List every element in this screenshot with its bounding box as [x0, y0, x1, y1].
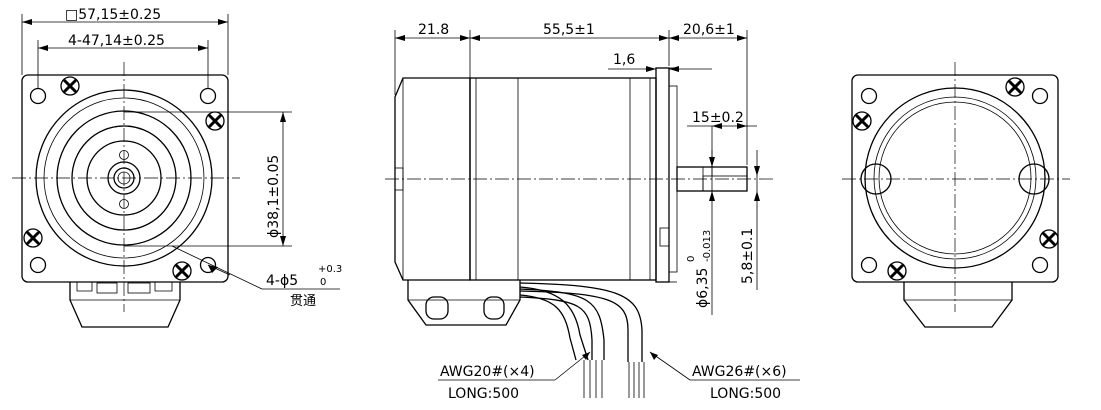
rear-mount-hole — [860, 87, 878, 105]
cable-left-a — [519, 286, 589, 361]
rear-mount-hole — [1031, 87, 1049, 105]
cross-screw-icon — [59, 75, 81, 97]
cross-screw-icon — [171, 260, 193, 282]
cable-right-length: LONG:500 — [710, 386, 781, 402]
dim-pilot-diameter: ϕ38,1±0.05 — [266, 155, 282, 238]
front-flange-outline — [21, 74, 229, 283]
cross-screw-icon — [204, 110, 226, 132]
rear-view — [842, 62, 1070, 328]
dim-square-size: □57,15±0.25 — [65, 7, 161, 23]
rear-mount-hole — [860, 256, 878, 274]
front-mount-hole — [29, 256, 47, 274]
dim-body-length: 55,5±1 — [543, 22, 595, 38]
dim-hole-main: 4-ϕ5 — [266, 273, 298, 289]
dim-shaft-length: 20,6±1 — [683, 22, 735, 38]
dim-shaft-dia-upper: 0 — [686, 256, 697, 262]
dim-shaft-dia-lower: -0.013 — [702, 230, 713, 262]
cross-screw-icon — [851, 110, 873, 132]
cross-screw-icon — [1004, 76, 1026, 98]
dim-hole-lower: 0 — [320, 277, 326, 288]
side-view: 21.8 55,5±1 20,6±1 1,6 15±0.2 ϕ6,35 0 -0… — [385, 22, 800, 402]
rear-mount-hole — [1031, 256, 1049, 274]
dim-flat-length: 15±0.2 — [692, 110, 744, 126]
front-connector-block — [69, 282, 181, 328]
cable-right — [519, 282, 643, 362]
front-mount-hole — [199, 87, 217, 105]
cable-left-length: LONG:500 — [448, 386, 519, 402]
side-connector-block — [407, 280, 521, 326]
dim-hole-upper: +0.3 — [318, 264, 342, 275]
dim-flange-thickness: 1,6 — [613, 52, 635, 68]
front-mount-hole — [199, 256, 217, 274]
front-view: □57,15±0.25 4-47,14±0.25 ϕ38,1±0.05 4-ϕ5… — [12, 7, 342, 328]
cross-screw-icon — [22, 227, 44, 249]
dim-bolt-spacing: 4-47,14±0.25 — [68, 33, 165, 49]
cable-left-spec: AWG20#(×4) — [440, 364, 535, 380]
rear-connector-block — [903, 282, 1013, 328]
dim-shaft-diameter: ϕ6,35 — [695, 268, 711, 308]
front-mount-hole — [29, 87, 47, 105]
dim-flat-depth: 5,8±0.1 — [740, 228, 756, 284]
side-front-flange — [655, 67, 670, 283]
dim-rear-length: 21.8 — [418, 22, 449, 38]
dim-hole-note: 贯通 — [290, 294, 316, 309]
cross-screw-icon — [1038, 228, 1060, 250]
cross-screw-icon — [886, 260, 908, 282]
cable-right-spec: AWG26#(×6) — [692, 364, 787, 380]
cable-mid — [519, 288, 605, 360]
